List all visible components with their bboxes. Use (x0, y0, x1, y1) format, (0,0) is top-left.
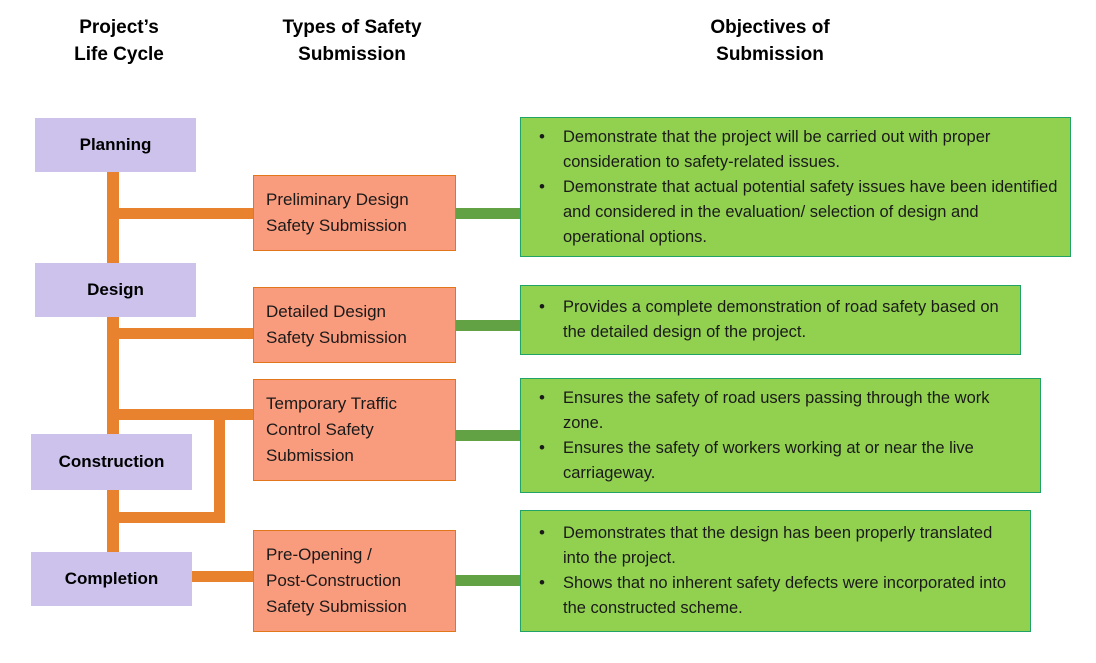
connector-branch-to-preliminary-design (107, 208, 257, 219)
connector-detailed-to-objectives (455, 320, 521, 331)
objective-bullet: Ensures the safety of road users passing… (531, 385, 1032, 436)
objective-bullet: Ensures the safety of workers working at… (531, 435, 1032, 486)
objective-bullet: Provides a complete demonstration of roa… (531, 294, 1012, 345)
submission-type-label-preliminary-design: Preliminary Design Safety Submission (266, 190, 409, 235)
connector-preliminary-to-objectives (455, 208, 521, 219)
connector-branch-to-pre-opening (190, 571, 258, 582)
connector-branch-to-temporary-traffic-top (107, 409, 257, 420)
objective-list-temporary-traffic-control: Ensures the safety of road users passing… (531, 385, 1032, 486)
objective-list-detailed-design: Provides a complete demonstration of roa… (531, 294, 1012, 345)
connector-trunk-design-construction (107, 316, 119, 434)
submission-type-label-temporary-traffic-control: Temporary Traffic Control Safety Submiss… (266, 394, 398, 465)
objective-box-temporary-traffic-control[interactable]: Ensures the safety of road users passing… (520, 378, 1041, 493)
connector-bracket-bottom (107, 512, 225, 523)
connector-temporary-traffic-to-objectives (455, 430, 521, 441)
objective-bullet: Shows that no inherent safety defects we… (531, 570, 1022, 621)
submission-type-label-detailed-design: Detailed Design Safety Submission (266, 302, 407, 347)
objective-bullet: Demonstrate that the project will be car… (531, 124, 1062, 175)
lifecycle-label-planning: Planning (79, 135, 152, 154)
objective-bullet: Demonstrates that the design has been pr… (531, 520, 1022, 571)
objective-list-pre-opening-post-construction: Demonstrates that the design has been pr… (531, 520, 1022, 621)
lifecycle-box-planning[interactable]: Planning (35, 118, 196, 172)
lifecycle-box-construction[interactable]: Construction (31, 434, 192, 490)
lifecycle-label-completion: Completion (64, 569, 159, 588)
lifecycle-box-completion[interactable]: Completion (31, 552, 192, 606)
lifecycle-box-design[interactable]: Design (35, 263, 196, 317)
submission-type-box-temporary-traffic-control[interactable]: Temporary Traffic Control Safety Submiss… (253, 379, 456, 481)
submission-type-label-pre-opening-post-construction: Pre-Opening / Post-Construction Safety S… (266, 545, 407, 616)
lifecycle-label-construction: Construction (58, 452, 165, 471)
column-heading-types-of-safety-submission: Types of Safety Submission (282, 17, 422, 65)
objective-box-preliminary-design[interactable]: Demonstrate that the project will be car… (520, 117, 1071, 257)
column-heading-objectives-of-submission: Objectives of Submission (710, 17, 830, 65)
objective-box-detailed-design[interactable]: Provides a complete demonstration of roa… (520, 285, 1021, 355)
submission-type-box-pre-opening-post-construction[interactable]: Pre-Opening / Post-Construction Safety S… (253, 530, 456, 632)
submission-type-box-preliminary-design[interactable]: Preliminary Design Safety Submission (253, 175, 456, 251)
connector-trunk-construction-completion (107, 489, 119, 553)
connector-pre-opening-to-objectives (455, 575, 521, 586)
submission-type-box-detailed-design[interactable]: Detailed Design Safety Submission (253, 287, 456, 363)
connector-bracket-vertical (214, 409, 225, 523)
lifecycle-label-design: Design (87, 280, 144, 299)
objective-bullet: Demonstrate that actual potential safety… (531, 174, 1062, 250)
connector-branch-to-detailed-design (107, 328, 257, 339)
objective-box-pre-opening-post-construction[interactable]: Demonstrates that the design has been pr… (520, 510, 1031, 632)
column-heading-life-cycle: Project’s Life Cycle (74, 17, 164, 65)
objective-list-preliminary-design: Demonstrate that the project will be car… (531, 124, 1062, 250)
